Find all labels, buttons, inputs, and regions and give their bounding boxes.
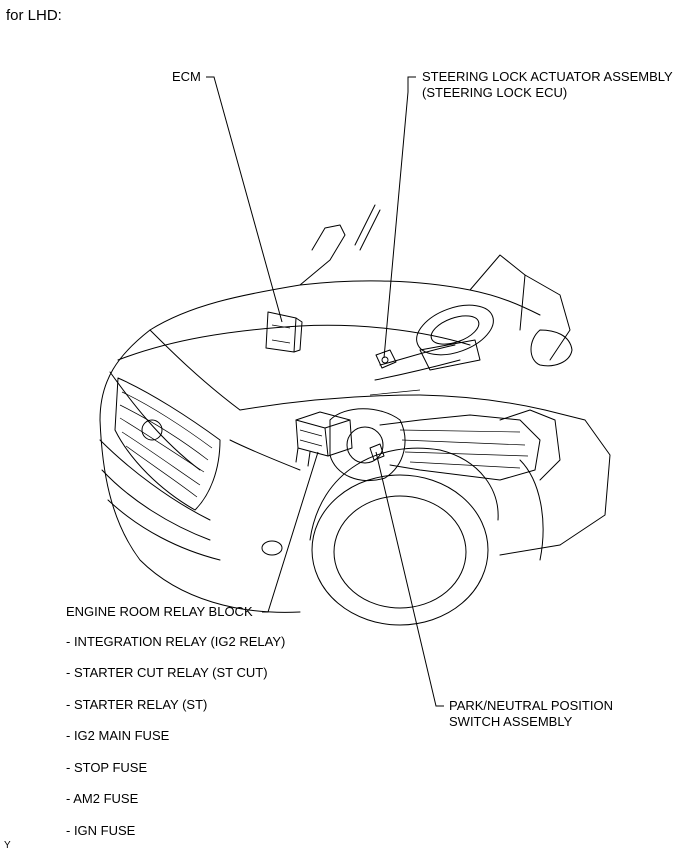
vehicle-body <box>99 204 611 613</box>
steering-lock-label-line2: (STEERING LOCK ECU) <box>422 85 568 100</box>
relay-item: - STOP FUSE <box>66 760 148 775</box>
front-grille <box>99 377 301 561</box>
leader-lines <box>206 76 444 707</box>
park-neutral-label-line1: PARK/NEUTRAL POSITION <box>449 698 613 713</box>
steering-lock-label-line1: STEERING LOCK ACTUATOR ASSEMBLY <box>422 69 673 84</box>
park-neutral-switch <box>369 443 385 461</box>
front-wheel <box>309 447 499 626</box>
figure-code: Y <box>4 840 11 851</box>
relay-item: - STARTER CUT RELAY (ST CUT) <box>66 665 268 680</box>
relay-item: - STARTER RELAY (ST) <box>66 697 208 712</box>
park-neutral-label-line2: SWITCH ASSEMBLY <box>449 714 573 729</box>
relay-item: - INTEGRATION RELAY (IG2 RELAY) <box>66 634 286 649</box>
engine-transmission <box>329 408 561 482</box>
engine-room-relay-block <box>295 411 353 467</box>
steering-lock-actuator <box>375 349 397 369</box>
ecm-label: ECM <box>172 69 201 84</box>
page-title: for LHD: <box>6 7 62 24</box>
ecm-unit <box>265 311 303 353</box>
steering-column <box>369 304 494 396</box>
engine-room-relay-block-label: ENGINE ROOM RELAY BLOCK <box>66 604 253 619</box>
relay-item: - AM2 FUSE <box>66 791 139 806</box>
relay-item: - IGN FUSE <box>66 823 136 838</box>
relay-item: - IG2 MAIN FUSE <box>66 728 170 743</box>
